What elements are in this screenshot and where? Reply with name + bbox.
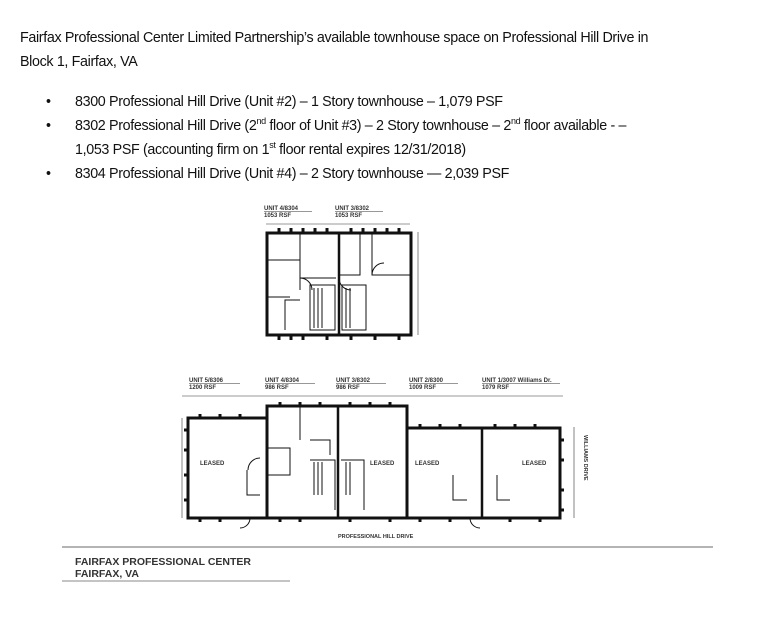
unit-area: 1053 RSF: [335, 213, 362, 219]
unit-area: 986 RSF: [265, 385, 289, 391]
lower-dimension-lines: [181, 383, 575, 518]
unit-label: UNIT 4/8304: [265, 378, 300, 384]
upper-floor-plan: [265, 228, 413, 340]
list-item-continuation: 1,053 PSF (accounting firm on 1st floor …: [20, 138, 740, 162]
leased-label: LEASED: [415, 461, 440, 467]
list-item-text: floor available - –: [520, 118, 627, 134]
list-item-text: 1,053 PSF (accounting firm on 1: [75, 142, 270, 158]
intro-line-2: Block 1, Fairfax, VA: [20, 54, 138, 70]
unit-area: 986 RSF: [336, 385, 360, 391]
title-block-location: FAIRFAX, VA: [75, 568, 139, 580]
lower-floor-plan: [184, 402, 564, 529]
unit-label: UNIT 3/8302: [335, 206, 370, 212]
unit-area: 1079 RSF: [482, 385, 509, 391]
list-item: • 8300 Professional Hill Drive (Unit #2) …: [20, 90, 740, 114]
leased-label: LEASED: [522, 461, 547, 467]
list-item-text: floor of Unit #3) – 2 Story townhouse – …: [265, 118, 511, 134]
unit-label: UNIT 5/8306: [189, 378, 224, 384]
list-item: •8302 Professional Hill Drive (2nd floor…: [20, 114, 740, 138]
list-item-text: 8304 Professional Hill Drive (Unit #4) –…: [75, 166, 510, 182]
leased-label: LEASED: [200, 461, 225, 467]
leased-label: LEASED: [370, 461, 395, 467]
street-label-williams-drive: WILLIAMS DRIVE: [582, 435, 588, 481]
lower-unit-labels: UNIT 5/8306 1200 RSF UNIT 4/8304 986 RSF…: [189, 378, 552, 391]
bullet-icon: •: [46, 166, 51, 182]
intro-line-1: Fairfax Professional Center Limited Part…: [20, 30, 649, 46]
superscript: st: [269, 140, 276, 151]
upper-dimension-lines: [264, 211, 419, 335]
unit-area: 1053 RSF: [264, 213, 291, 219]
upper-unit-labels: UNIT 4/8304 1053 RSF UNIT 3/8302 1053 RS…: [264, 206, 370, 219]
leased-labels: LEASED LEASED LEASED LEASED: [200, 461, 547, 467]
unit-label: UNIT 3/8302: [336, 378, 371, 384]
list-item-text: floor rental expires 12/31/2018): [275, 142, 466, 158]
list-item: • 8304 Professional Hill Drive (Unit #4) …: [20, 162, 740, 186]
superscript: nd: [510, 116, 521, 127]
unit-area: 1009 RSF: [409, 385, 436, 391]
unit-list: • 8300 Professional Hill Drive (Unit #2) …: [20, 90, 740, 186]
bullet-icon: •: [46, 118, 51, 134]
unit-area: 1200 RSF: [189, 385, 216, 391]
list-item-text: 8302 Professional Hill Drive (2: [75, 118, 257, 134]
unit-label: UNIT 4/8304: [264, 206, 299, 212]
title-block-name: FAIRFAX PROFESSIONAL CENTER: [75, 556, 251, 568]
bullet-icon: •: [46, 94, 51, 110]
unit-label: UNIT 1/3007 Williams Dr.: [482, 378, 552, 384]
superscript: nd: [256, 116, 266, 127]
unit-label: UNIT 2/8300: [409, 378, 444, 384]
list-item-text: 8300 Professional Hill Drive (Unit #2) –…: [75, 94, 503, 110]
street-label-professional-hill-drive: PROFESSIONAL HILL DRIVE: [338, 534, 414, 540]
